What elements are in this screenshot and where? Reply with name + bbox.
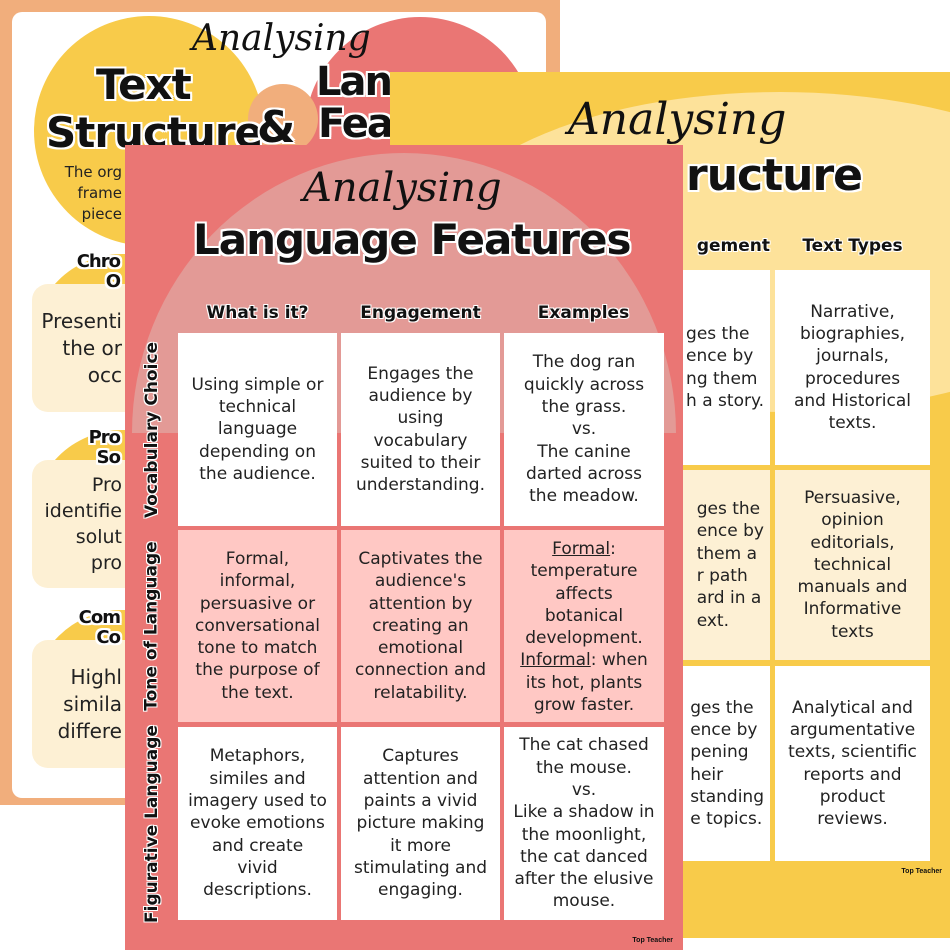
card-lines: Presenti the or occ <box>32 284 122 412</box>
header-examples: Examples <box>537 303 630 323</box>
back-intro: The org frame piece <box>58 162 122 225</box>
header-engagement: gement <box>696 236 770 256</box>
card-line: solut <box>75 526 122 548</box>
cell-engagement: Captures attention and paints a vivid pi… <box>341 727 500 920</box>
brand-logo: Top Teacher <box>632 937 673 944</box>
front-script-title: Analysing <box>303 165 502 211</box>
row-label-figurative-language: Figurative Language <box>130 724 174 923</box>
cell-what: Metaphors, similes and imagery used to e… <box>178 727 337 920</box>
cell-examples: The dog ran quickly across the grass. vs… <box>504 333 664 526</box>
intro-line: frame <box>77 184 122 202</box>
back-title-lan: Lan <box>316 59 393 105</box>
text-types-cell: Narrative, biographies, journals, proced… <box>775 270 930 465</box>
card-lines: Pro identifie solut pro <box>32 460 122 588</box>
mid-title: ructure <box>686 150 863 201</box>
card-title: Chro O <box>76 251 121 292</box>
cell-engagement: Engages the audience by using vocabulary… <box>341 333 500 526</box>
row-label-vocabulary-choice: Vocabulary Choice <box>130 333 174 526</box>
card-line: the or <box>62 335 122 360</box>
back-title-fea: Fea <box>318 101 394 147</box>
back-ampersand: & <box>257 102 295 153</box>
row-label-tone-of-language: Tone of Language <box>130 530 174 722</box>
text-types-cell: Analytical and argumentative texts, scie… <box>775 666 930 861</box>
row-label-text: Vocabulary Choice <box>142 341 163 518</box>
header-what-is-it: What is it? <box>206 303 309 323</box>
mid-script-title: Analysing <box>568 94 787 145</box>
back-script-title: Analysing <box>192 18 371 59</box>
card-title: Pro So <box>88 427 121 468</box>
front-title: Language Features <box>193 215 631 264</box>
row-label-text: Tone of Language <box>142 541 163 711</box>
formal-label: Formal <box>552 539 611 559</box>
header-engagement: Engagement <box>360 303 481 323</box>
card-lines: Highl simila differe <box>32 640 122 768</box>
cell-engagement: Captivates the audience's attention by c… <box>341 530 500 722</box>
intro-line: piece <box>81 205 122 223</box>
card-line: pro <box>90 552 122 574</box>
back-title-text: Text <box>96 60 192 109</box>
informal-label: Informal <box>520 650 591 671</box>
row-label-text: Figurative Language <box>142 724 162 923</box>
card-line: simila <box>63 691 122 716</box>
card-title: Com Co <box>78 607 121 648</box>
front-poster-language-features: Analysing Language Features What is it? … <box>125 145 683 950</box>
card-line: differe <box>57 718 122 743</box>
brand-logo: Top Teacher <box>901 868 942 875</box>
card-line: Highl <box>70 664 122 689</box>
intro-line: The org <box>64 163 122 181</box>
cell-examples: The cat chased the mouse. vs. Like a sha… <box>504 727 664 920</box>
cell-what: Formal, informal, persuasive or conversa… <box>178 530 337 722</box>
cell-examples: Formal: temperature affects botanical de… <box>504 530 664 722</box>
text-types-cell: Persuasive, opinion editorials, technica… <box>775 470 930 660</box>
informal-example: : when its hot, plants grow faster. <box>525 650 648 716</box>
ampersand-circle <box>248 84 318 154</box>
card-line: Presenti <box>41 308 122 333</box>
card-line: Pro <box>91 474 122 496</box>
header-text-types: Text Types <box>802 236 903 256</box>
cell-what: Using simple or technical language depen… <box>178 333 337 526</box>
formal-example: : temperature affects botanical developm… <box>525 539 643 649</box>
card-line: identifie <box>44 500 122 522</box>
card-line: occ <box>87 362 122 387</box>
